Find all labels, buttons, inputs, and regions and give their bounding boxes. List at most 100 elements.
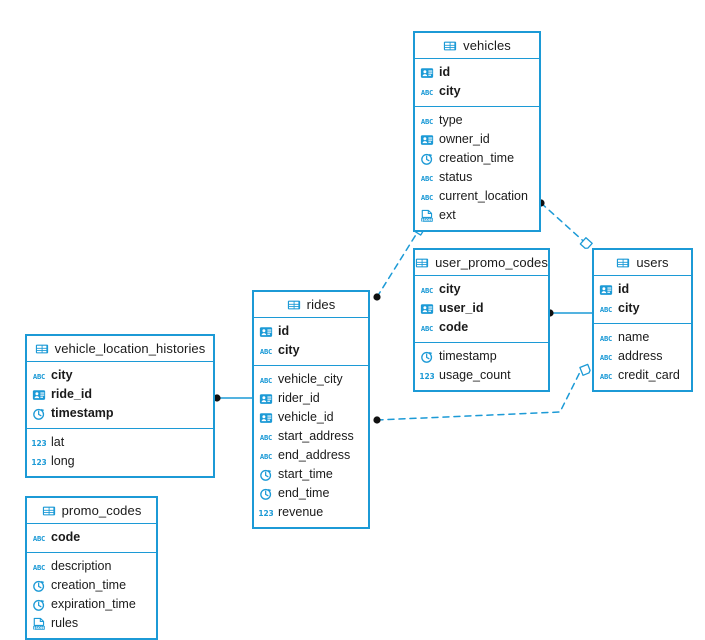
field-row[interactable]: user_id bbox=[415, 299, 548, 318]
field-row[interactable]: ride_id bbox=[27, 385, 213, 404]
field-label: city bbox=[618, 301, 640, 316]
clock-icon bbox=[33, 599, 45, 611]
abc-icon: ABC bbox=[600, 371, 612, 380]
table-title: promo_codes bbox=[61, 503, 142, 518]
svg-text:ABC: ABC bbox=[421, 285, 433, 294]
uuid-icon bbox=[259, 393, 273, 404]
json-icon: JSON bbox=[33, 617, 45, 630]
table-header[interactable]: vehicle_location_histories bbox=[27, 336, 213, 362]
table-icon bbox=[42, 506, 55, 515]
field-label: long bbox=[51, 454, 75, 469]
field-row[interactable]: vehicle_id bbox=[254, 408, 368, 427]
field-row[interactable]: creation_time bbox=[415, 149, 539, 168]
table-icon bbox=[443, 41, 457, 50]
field-label: revenue bbox=[278, 505, 324, 520]
field-row[interactable]: end_time bbox=[254, 484, 368, 503]
abc-icon: ABC bbox=[421, 192, 433, 201]
field-label: end_time bbox=[278, 486, 330, 501]
abc-icon: ABC bbox=[421, 285, 433, 294]
field-label: city bbox=[439, 282, 461, 297]
field-label: creation_time bbox=[439, 151, 515, 166]
one-endpoint-square bbox=[579, 363, 591, 376]
field-row[interactable]: id bbox=[254, 322, 368, 341]
field-label: city bbox=[439, 84, 461, 99]
uuid-icon bbox=[420, 67, 434, 78]
field-row[interactable]: ABC city bbox=[415, 280, 548, 299]
svg-text:ABC: ABC bbox=[260, 451, 272, 460]
many-endpoint-dot bbox=[373, 416, 381, 424]
field-row[interactable]: id bbox=[415, 63, 539, 82]
table-header[interactable]: user_promo_codes bbox=[415, 250, 548, 276]
field-row[interactable]: expiration_time bbox=[27, 595, 156, 614]
field-label: type bbox=[439, 113, 463, 128]
abc-icon: ABC bbox=[421, 323, 433, 332]
table-header[interactable]: users bbox=[594, 250, 691, 276]
relationship-vehicles-users[interactable] bbox=[537, 199, 593, 249]
field-row[interactable]: owner_id bbox=[415, 130, 539, 149]
table-title: vehicle_location_histories bbox=[54, 341, 206, 356]
clock-icon bbox=[260, 469, 272, 481]
abc-icon: ABC bbox=[600, 352, 612, 361]
table-header[interactable]: promo_codes bbox=[27, 498, 156, 524]
table-header[interactable]: vehicles bbox=[415, 33, 539, 59]
field-label: timestamp bbox=[51, 406, 114, 421]
field-row[interactable]: start_time bbox=[254, 465, 368, 484]
field-row[interactable]: timestamp bbox=[415, 347, 548, 366]
field-label: rider_id bbox=[278, 391, 320, 406]
uuid-icon bbox=[32, 389, 46, 400]
field-row[interactable]: creation_time bbox=[27, 576, 156, 595]
relationship-vlh-rides[interactable] bbox=[213, 394, 253, 402]
field-row[interactable]: 123 long bbox=[27, 452, 213, 471]
svg-text:ABC: ABC bbox=[600, 333, 612, 342]
svg-text:123: 123 bbox=[32, 458, 46, 467]
field-label: id bbox=[278, 324, 290, 339]
field-label: ride_id bbox=[51, 387, 92, 402]
clock-icon bbox=[421, 351, 433, 363]
relationship-upc-users[interactable] bbox=[546, 309, 593, 317]
field-row[interactable]: rider_id bbox=[254, 389, 368, 408]
field-row[interactable]: id bbox=[594, 280, 691, 299]
edge-line bbox=[540, 202, 591, 248]
field-label: start_address bbox=[278, 429, 354, 444]
svg-text:ABC: ABC bbox=[421, 323, 433, 332]
clock-icon bbox=[33, 580, 45, 592]
abc-icon: ABC bbox=[260, 375, 272, 384]
field-row[interactable]: timestamp bbox=[27, 404, 213, 423]
table-header[interactable]: rides bbox=[254, 292, 368, 318]
table-title: user_promo_codes bbox=[435, 255, 548, 270]
abc-icon: ABC bbox=[421, 173, 433, 182]
